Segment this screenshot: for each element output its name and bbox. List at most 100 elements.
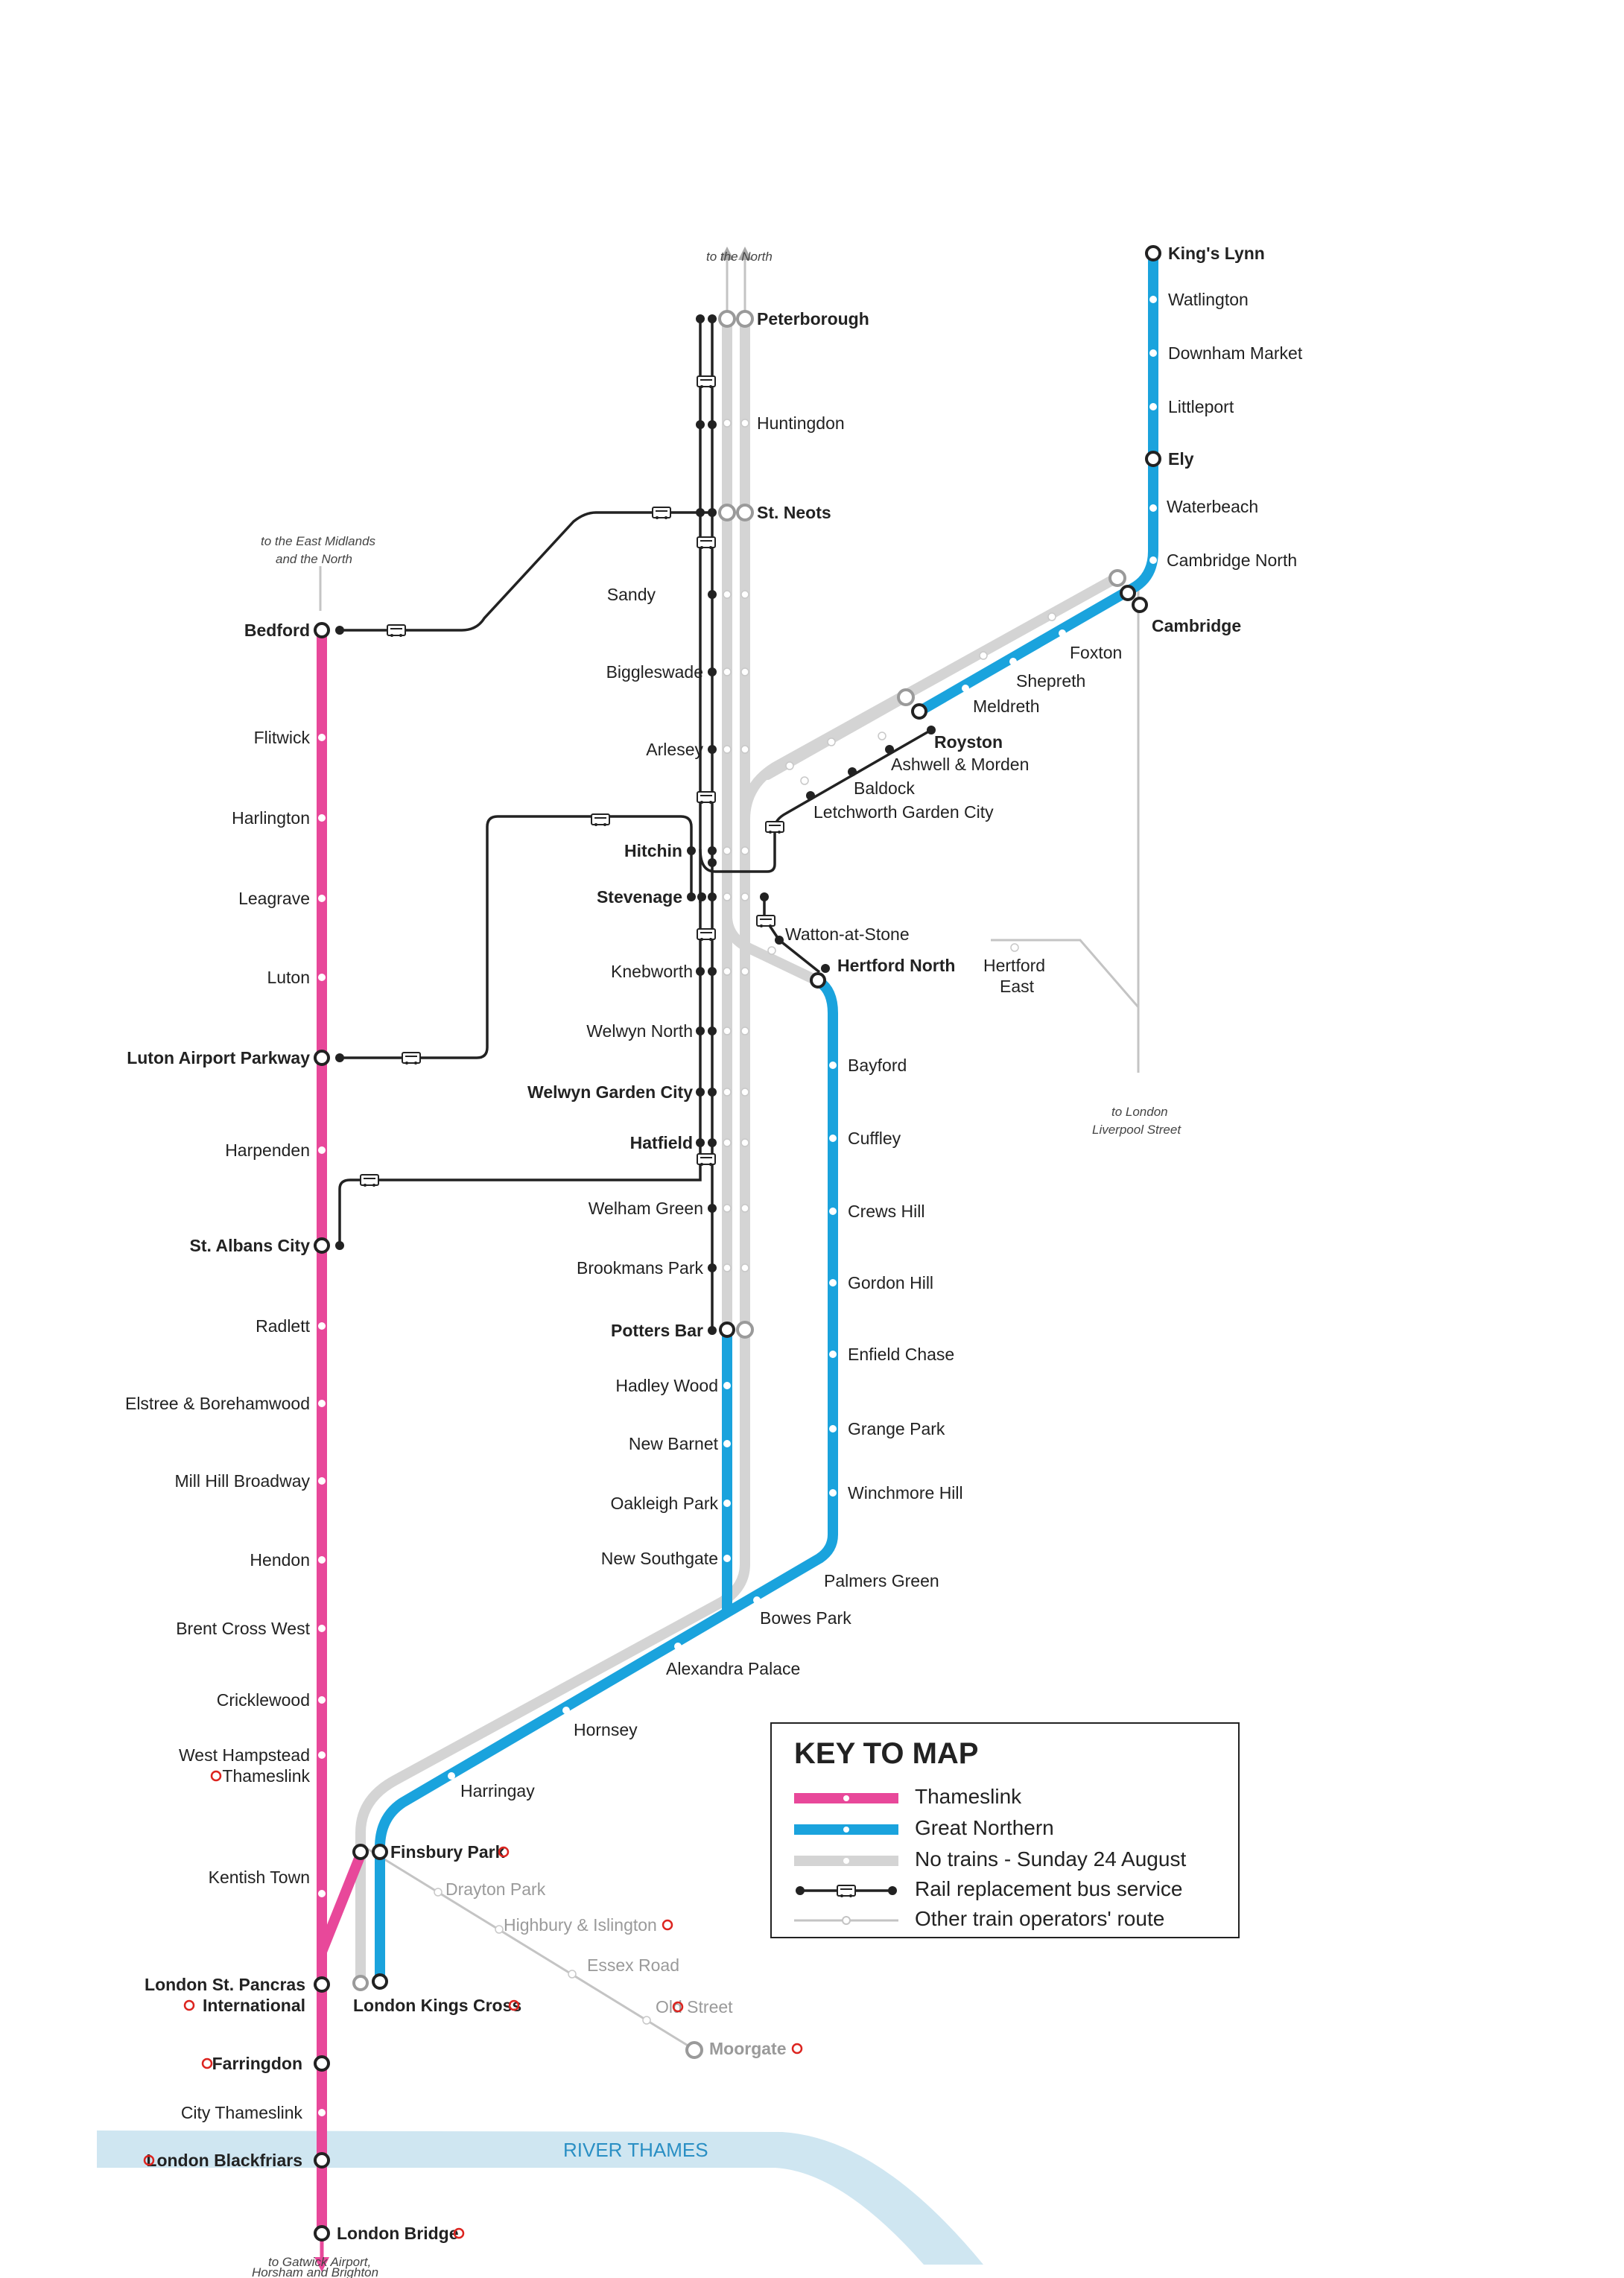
station-oakleigh-park: Oakleigh Park <box>611 1494 719 1513</box>
station-gordon-hill: Gordon Hill <box>848 1273 933 1292</box>
station-bayford: Bayford <box>848 1056 907 1075</box>
station-hertford-east-2: East <box>1000 977 1035 996</box>
station-bedford: Bedford <box>244 621 310 640</box>
thameslink-key-swatch <box>794 1793 898 1803</box>
no-trains-key-swatch <box>794 1856 898 1866</box>
station-leagrave: Leagrave <box>238 889 310 908</box>
thameslink-lines <box>317 630 366 2235</box>
station-kings-lynn: King's Lynn <box>1168 244 1265 263</box>
station-elstree-borehamwood: Elstree & Borehamwood <box>125 1394 310 1413</box>
station-royston: Royston <box>934 732 1003 752</box>
station-hendon: Hendon <box>250 1550 310 1570</box>
station-drayton-park: Drayton Park <box>445 1879 546 1899</box>
underground-icon <box>672 2001 684 2013</box>
station-london-st-pancras-2: International <box>203 1996 305 2015</box>
station-mill-hill-broadway: Mill Hill Broadway <box>175 1471 311 1491</box>
interchange-markers <box>314 245 1161 2241</box>
station-cuffley: Cuffley <box>848 1129 901 1148</box>
station-hadley-wood: Hadley Wood <box>615 1376 718 1395</box>
station-winchmore-hill: Winchmore Hill <box>848 1483 963 1503</box>
station-alexandra-palace: Alexandra Palace <box>666 1659 800 1678</box>
key-row-bus: Rail replacement bus service <box>794 1876 1226 1906</box>
key-label: Great Northern <box>915 1816 1054 1839</box>
station-flitwick: Flitwick <box>254 728 311 747</box>
station-ashwell-morden: Ashwell & Morden <box>891 755 1029 774</box>
bus-icon <box>697 1153 716 1167</box>
station-meldreth: Meldreth <box>973 697 1039 716</box>
bus-icon <box>756 915 775 928</box>
station-potters-bar: Potters Bar <box>611 1321 703 1340</box>
note-east-midlands-1: to the East Midlands <box>261 534 376 548</box>
key-row-thameslink: Thameslink <box>794 1783 1226 1813</box>
bus-icon <box>402 1052 421 1065</box>
station-city-thameslink: City Thameslink <box>181 2103 303 2122</box>
underground-icon <box>662 1919 673 1931</box>
station-baldock: Baldock <box>854 778 915 798</box>
bus-key-swatch <box>796 1885 897 1898</box>
station-watlington: Watlington <box>1168 290 1249 309</box>
bus-icon <box>652 507 671 520</box>
key-label: Thameslink <box>915 1785 1022 1808</box>
note-liverpool-1: to London <box>1111 1105 1168 1119</box>
station-foxton: Foxton <box>1070 643 1122 662</box>
station-grange-park: Grange Park <box>848 1419 945 1438</box>
underground-icon <box>143 2154 155 2166</box>
station-brookmans-park: Brookmans Park <box>577 1258 704 1278</box>
station-enfield-chase: Enfield Chase <box>848 1345 954 1364</box>
note-gatwick-1: to Gatwick Airport, <box>268 2255 371 2269</box>
station-hertford-east-1: Hertford <box>983 956 1045 975</box>
station-watton-at-stone: Watton-at-Stone <box>785 924 910 944</box>
station-hitchin: Hitchin <box>624 841 682 860</box>
white-stops <box>318 296 1157 2116</box>
bus-icon <box>591 813 610 827</box>
underground-icon <box>201 2058 213 2069</box>
black-stops <box>335 314 936 1335</box>
grey-line-stops <box>434 419 1056 2025</box>
station-harringay: Harringay <box>460 1781 535 1800</box>
station-west-hampstead-2: Thameslink <box>222 1766 310 1786</box>
station-ely: Ely <box>1168 449 1194 469</box>
other-operators-key-swatch <box>794 1916 898 1925</box>
bus-icon <box>697 791 716 805</box>
station-hornsey: Hornsey <box>574 1720 638 1739</box>
station-old-street: Old Street <box>656 1997 733 2017</box>
station-huntingdon: Huntingdon <box>757 413 845 433</box>
station-knebworth: Knebworth <box>611 962 693 981</box>
note-gatwick-2: Horsham and Brighton <box>252 2265 378 2278</box>
station-finsbury-park: Finsbury Park <box>390 1842 505 1862</box>
station-brent-cross-west: Brent Cross West <box>176 1619 310 1638</box>
other-operators-routes <box>319 247 1140 2050</box>
station-cambridge-north: Cambridge North <box>1167 551 1297 570</box>
bus-routes <box>338 319 932 1330</box>
key-row-no-trains: No trains - Sunday 24 August <box>794 1846 1226 1876</box>
map-key: KEY TO MAP Thameslink Great Northern No … <box>770 1722 1240 1938</box>
key-title: KEY TO MAP <box>794 1737 979 1770</box>
station-london-bridge: London Bridge <box>337 2224 459 2243</box>
key-label: Other train operators' route <box>915 1907 1165 1930</box>
station-london-kings-cross: London Kings Cross <box>353 1996 521 2015</box>
station-downham-market: Downham Market <box>1168 343 1303 363</box>
station-bowes-park: Bowes Park <box>760 1608 851 1628</box>
station-cambridge: Cambridge <box>1152 616 1241 635</box>
station-moorgate: Moorgate <box>709 2039 787 2058</box>
station-st-neots: St. Neots <box>757 503 831 522</box>
underground-icon <box>498 1846 510 1858</box>
station-arlesey: Arlesey <box>646 740 703 759</box>
station-palmers-green: Palmers Green <box>824 1571 939 1590</box>
station-shepreth: Shepreth <box>1016 671 1085 691</box>
key-label: Rail replacement bus service <box>915 1877 1183 1900</box>
station-radlett: Radlett <box>256 1316 310 1336</box>
bus-icon <box>697 536 716 550</box>
bus-icon <box>360 1174 379 1187</box>
station-waterbeach: Waterbeach <box>1167 497 1258 516</box>
station-letchworth: Letchworth Garden City <box>813 802 994 822</box>
station-st-albans-city: St. Albans City <box>190 1236 311 1255</box>
river-thames-label: RIVER THAMES <box>563 2139 708 2161</box>
key-row-other: Other train operators' route <box>794 1906 1226 1935</box>
station-farringdon: Farringdon <box>212 2054 302 2073</box>
station-london-blackfriars: London Blackfriars <box>146 2151 302 2170</box>
note-east-midlands-2: and the North <box>276 552 352 566</box>
station-kentish-town: Kentish Town <box>209 1868 310 1887</box>
bus-icon <box>387 624 406 638</box>
